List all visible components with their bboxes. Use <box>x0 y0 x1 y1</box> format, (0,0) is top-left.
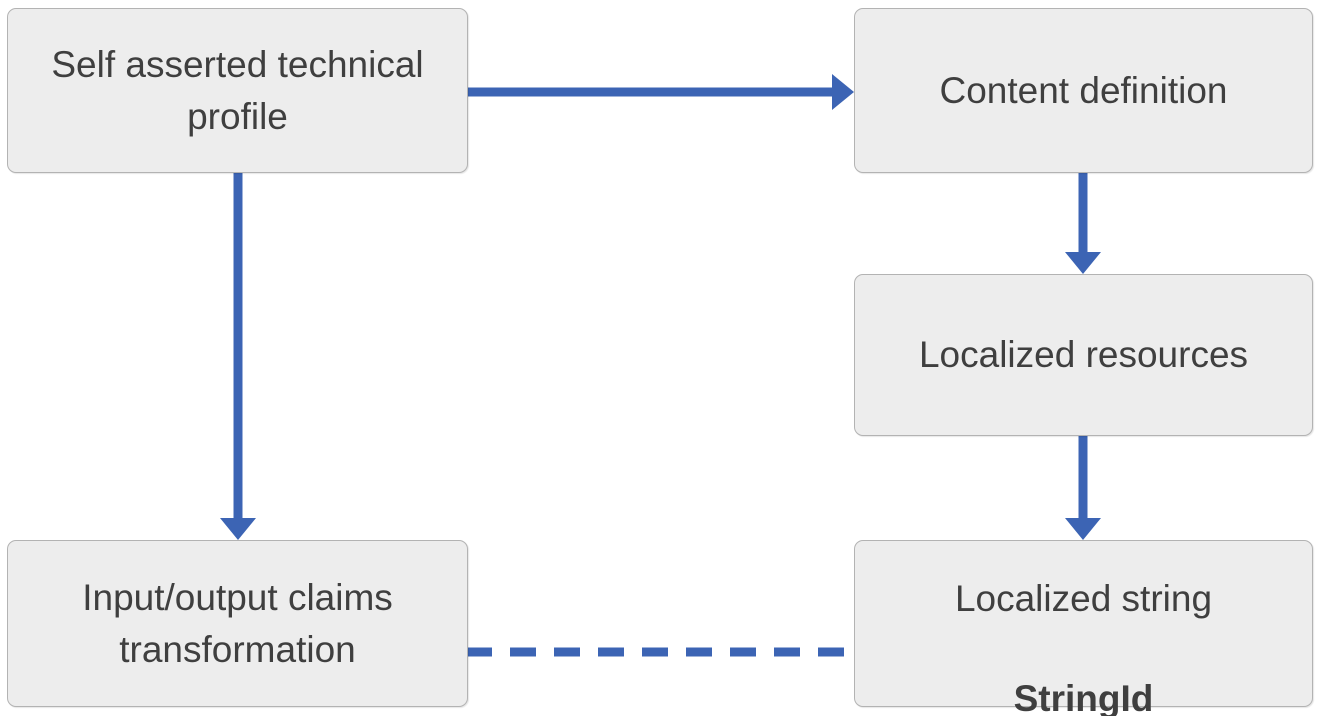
node-label-self-asserted-technical-profile: Self asserted technical profile <box>51 43 424 137</box>
node-label-localized-resources: Localized resources <box>918 334 1249 375</box>
node-label-input-output-claims-transformation: Input/output claims transformation <box>82 576 393 670</box>
node-label-string-id: StringId <box>1013 677 1154 716</box>
node-label-localized-string-line1: Localized string <box>954 577 1213 619</box>
node-content-definition[interactable]: Content definition <box>854 8 1313 173</box>
connector-content-definition-to-localized-resources <box>1065 173 1101 274</box>
node-label-localized-string: Localized string StringId <box>869 524 1298 716</box>
node-input-output-claims-transformation[interactable]: Input/output claims transformation <box>7 540 468 707</box>
node-label-content-definition: Content definition <box>939 69 1228 111</box>
node-localized-string[interactable]: Localized string StringId <box>854 540 1313 716</box>
connector-profile-to-claims-transformation <box>220 173 256 540</box>
node-localized-resources[interactable]: Localized resources <box>854 274 1313 436</box>
node-self-asserted-technical-profile[interactable]: Self asserted technical profile <box>7 8 468 173</box>
connector-profile-to-content-definition <box>468 74 854 110</box>
